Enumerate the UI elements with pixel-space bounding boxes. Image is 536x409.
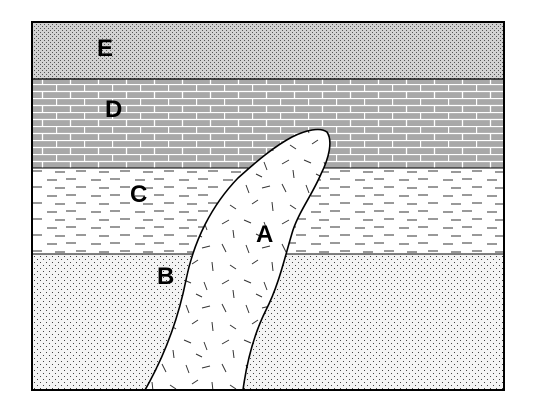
label-e: E bbox=[97, 35, 113, 62]
label-c: C bbox=[130, 181, 147, 208]
diagram-frame bbox=[31, 21, 505, 391]
label-b: B bbox=[157, 263, 174, 290]
label-a: A bbox=[256, 221, 273, 248]
intrusion-a bbox=[144, 128, 331, 390]
layer-stack bbox=[32, 22, 504, 390]
label-d: D bbox=[105, 96, 122, 123]
layer-e bbox=[32, 22, 504, 79]
